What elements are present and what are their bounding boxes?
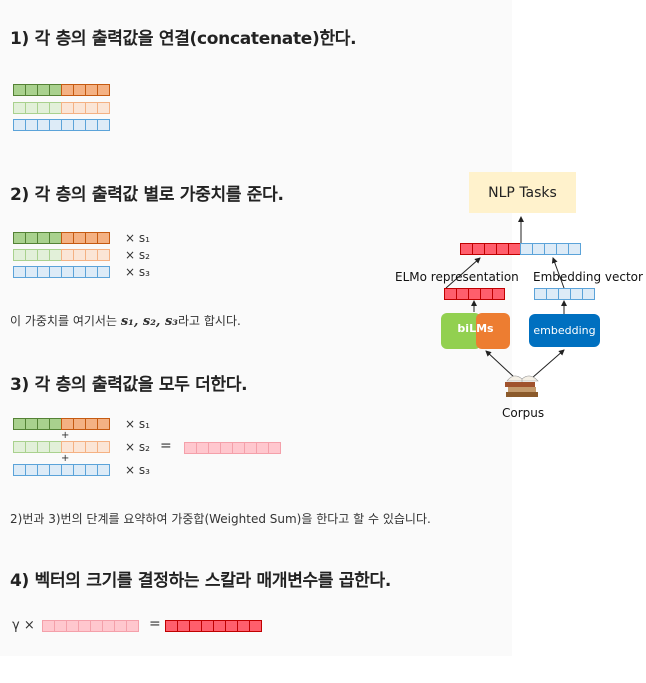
weight-note-prefix: 이 가중치를 여기서는 <box>10 314 121 328</box>
equals-sign: = <box>160 438 172 454</box>
plus-sign: + <box>61 453 70 464</box>
weighted-sum-vector <box>184 442 281 454</box>
corpus-label: Corpus <box>502 406 545 420</box>
weight-s3: × s₃ <box>125 265 150 279</box>
step-1-title: 1) 각 층의 출력값을 연결(concatenate)한다. <box>10 29 357 49</box>
layer-1-vector <box>13 418 110 430</box>
nlp-tasks-label: NLP Tasks <box>488 184 557 201</box>
weight-s1: × s₁ <box>125 417 150 431</box>
plus-sign: + <box>61 430 70 441</box>
weight-s3: × s₃ <box>125 463 150 477</box>
embedding-label: embedding <box>533 324 596 337</box>
layer-2-vector <box>13 441 110 453</box>
weight-s2: × s₂ <box>125 440 150 454</box>
layer-3-vector <box>13 464 110 476</box>
nlp-tasks-box: NLP Tasks <box>469 172 576 213</box>
layer-3-vector <box>13 119 110 131</box>
step-4-title: 4) 벡터의 크기를 결정하는 스칼라 매개변수를 곱한다. <box>10 571 392 591</box>
forward-lm-block <box>441 313 481 349</box>
elmo-representation-vector <box>444 288 505 300</box>
elmo-vector <box>165 620 262 632</box>
summary-text: 2)번과 3)번의 단계를 요약하여 가중합(Weighted Sum)을 한다… <box>10 512 431 526</box>
content-panel: 1) 각 층의 출력값을 연결(concatenate)한다. 2) 각 층의 … <box>10 29 431 633</box>
layer-2-vector <box>13 249 110 261</box>
layer-2-vector <box>13 102 110 114</box>
step-3-title: 3) 각 층의 출력값을 모두 더한다. <box>10 375 248 395</box>
weight-s1: × s₁ <box>125 231 150 245</box>
weighted-sum-vector <box>42 620 139 632</box>
backward-lm-block <box>476 313 510 349</box>
weight-note-suffix: 라고 합시다. <box>177 314 241 328</box>
gamma-scalar: γ × <box>12 618 35 633</box>
layer-1-vector <box>13 84 110 96</box>
equals-sign: = <box>149 616 161 632</box>
weight-note: 이 가중치를 여기서는 s₁, s₂, s₃라고 합시다. <box>10 312 241 329</box>
step-2-title: 2) 각 층의 출력값 별로 가중치를 준다. <box>10 185 284 205</box>
embedding-box: embedding <box>529 314 600 347</box>
layer-3-vector <box>13 266 110 278</box>
embedding-part <box>520 243 581 255</box>
bilms-label: biLMs <box>457 322 494 335</box>
embedding-vector-label: Embedding vector <box>533 270 643 284</box>
weight-s2: × s₂ <box>125 248 150 262</box>
elmo-representation-label: ELMo representation <box>395 270 519 284</box>
embedding-vector <box>534 288 595 300</box>
weight-note-math: s₁, s₂, s₃ <box>120 314 178 329</box>
layer-1-vector <box>13 232 110 244</box>
